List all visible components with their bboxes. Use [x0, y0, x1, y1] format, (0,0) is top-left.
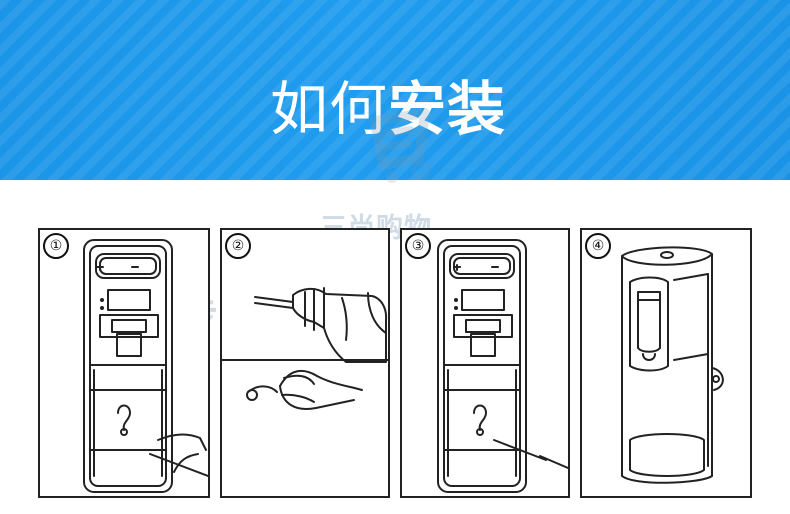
- title-light: 如何: [270, 75, 389, 143]
- step-number-4: ④: [585, 233, 611, 259]
- drilling-illustration: [222, 287, 388, 410]
- step-panel-3: ③: [400, 228, 570, 498]
- step-number-1: ①: [43, 233, 69, 259]
- step-number-2: ②: [225, 233, 251, 259]
- step-number-3: ③: [405, 233, 431, 259]
- installation-illustration-1: [83, 239, 208, 493]
- step-panel-1: ①: [38, 228, 210, 498]
- step-panel-2: ②: [220, 228, 390, 498]
- watermark-logo: [370, 108, 430, 183]
- installation-illustration-3: [437, 239, 568, 493]
- step-panel-4: ④: [580, 228, 752, 498]
- installed-dispenser-illustration: [621, 246, 724, 484]
- page-title: 如何 安装: [270, 58, 570, 138]
- title-bold: 安装: [388, 75, 507, 143]
- header-banner: 如何 安装: [0, 0, 790, 180]
